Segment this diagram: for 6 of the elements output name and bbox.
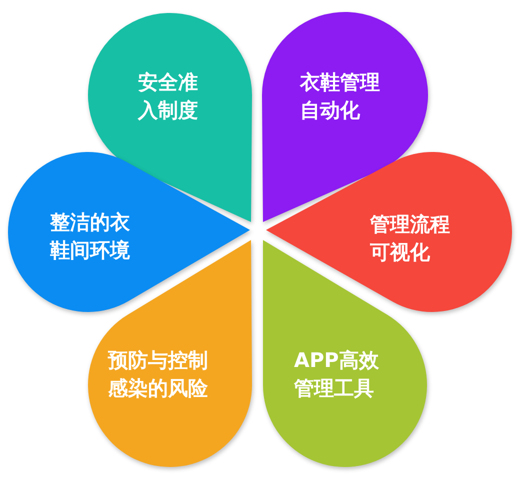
petal-text: APP高效管理工具 <box>294 347 380 402</box>
petal-text: 衣鞋管理自动化 <box>300 69 381 124</box>
petal-text: 管理流程可视化 <box>370 211 451 266</box>
petal-text: 整洁的衣鞋间环境 <box>50 209 131 264</box>
petal-text: 安全准入制度 <box>138 69 199 124</box>
petal-text: 预防与控制感染的风险 <box>108 347 209 402</box>
